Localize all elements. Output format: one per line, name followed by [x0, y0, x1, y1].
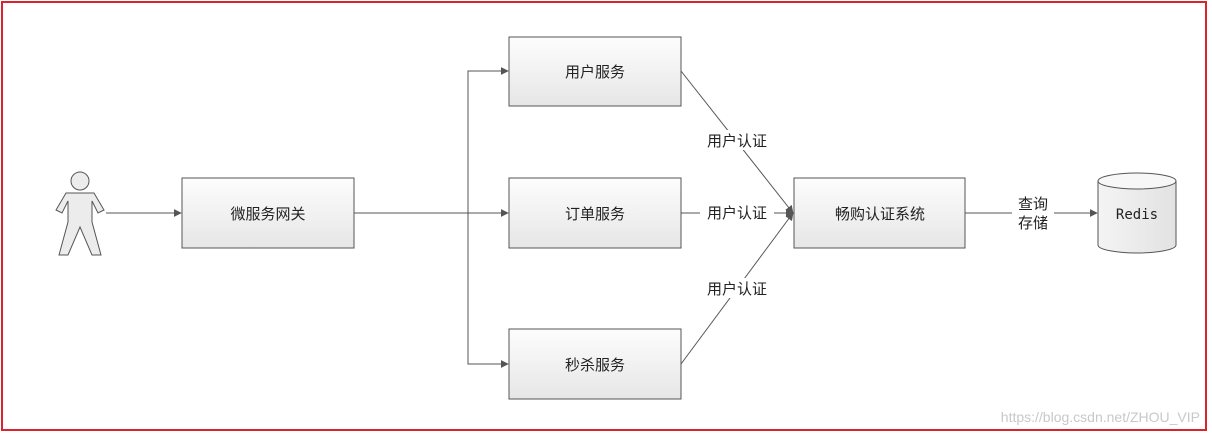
edge-label-bg	[700, 202, 774, 222]
edge-label-user-auth: 用户认证	[707, 280, 767, 298]
node-order-service: 订单服务	[508, 177, 682, 249]
node-gateway: 微服务网关	[181, 177, 355, 249]
edge-gateway-to-seckill-service	[467, 213, 509, 368]
node-user-service-label: 用户服务	[565, 63, 625, 81]
edge-label-query: 查询	[1018, 195, 1048, 213]
edge-label-bg	[700, 278, 774, 298]
node-redis-label: Redis	[1116, 207, 1158, 223]
edge-label-user-auth: 用户认证	[707, 204, 767, 222]
connectors	[106, 67, 1098, 368]
edge-label-user-auth: 用户认证	[707, 132, 767, 150]
node-redis-database-icon: Redis	[1097, 172, 1177, 254]
node-user-service: 用户服务	[508, 36, 682, 107]
node-auth-system: 畅购认证系统	[793, 177, 966, 249]
node-auth-system-label: 畅购认证系统	[835, 205, 925, 223]
node-gateway-label: 微服务网关	[230, 205, 305, 223]
watermark-text: https://blog.csdn.net/ZHOU_VIP	[1001, 409, 1200, 425]
edge-label-store: 存储	[1018, 214, 1048, 232]
node-order-service-label: 订单服务	[565, 205, 625, 223]
edge-label-bg	[1012, 192, 1054, 234]
edge-gateway-to-user-service	[467, 67, 509, 213]
edge-label-bg	[700, 130, 774, 150]
node-seckill-service: 秒杀服务	[508, 328, 682, 400]
node-seckill-service-label: 秒杀服务	[565, 356, 625, 374]
user-actor-icon	[55, 171, 105, 256]
